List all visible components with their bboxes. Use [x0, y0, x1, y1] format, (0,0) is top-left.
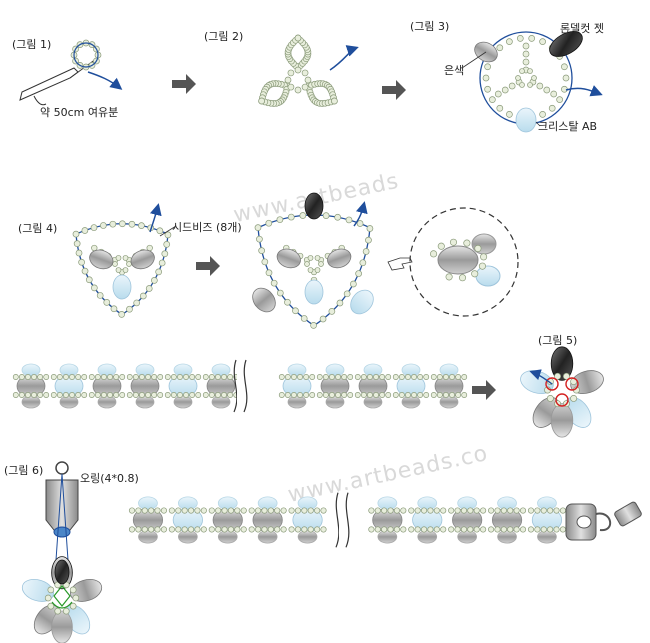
fig2-thread-arrow	[329, 45, 359, 71]
fig6-flower	[21, 556, 103, 643]
fig2-label: (그림 2)	[204, 30, 244, 43]
zoom-detail	[409, 207, 519, 317]
fig3-label: (그림 3)	[410, 20, 450, 33]
bracelet-chain-row2	[128, 490, 566, 550]
fig4-illustration	[72, 203, 177, 318]
fig4-label: (그림 4)	[18, 222, 58, 235]
fig6-clasp	[45, 461, 79, 561]
fig6-label: (그림 6)	[4, 464, 44, 477]
step-arrows	[172, 74, 496, 400]
fig1-illustration	[19, 39, 123, 106]
thread-length-note: 약 50cm 여유분	[40, 106, 119, 119]
pointing-hand-icon	[387, 257, 413, 271]
bracelet-chain-row1	[12, 358, 468, 414]
fig5-label: (그림 5)	[538, 334, 578, 347]
fig4-result	[252, 192, 374, 329]
seed-beads-note: 시드비즈 (8개)	[172, 221, 242, 234]
fig1-label: (그림 1)	[12, 38, 52, 51]
end-clasp	[565, 501, 642, 541]
silver-note: 은색	[444, 64, 465, 77]
crystal-ab-note: 크리스탈 AB	[538, 120, 598, 133]
fig3-illustration	[461, 29, 603, 133]
o-ring-note: 오링(4*0.8)	[80, 472, 139, 485]
fig5-flower	[520, 346, 604, 438]
fig2-illustration	[258, 34, 338, 107]
